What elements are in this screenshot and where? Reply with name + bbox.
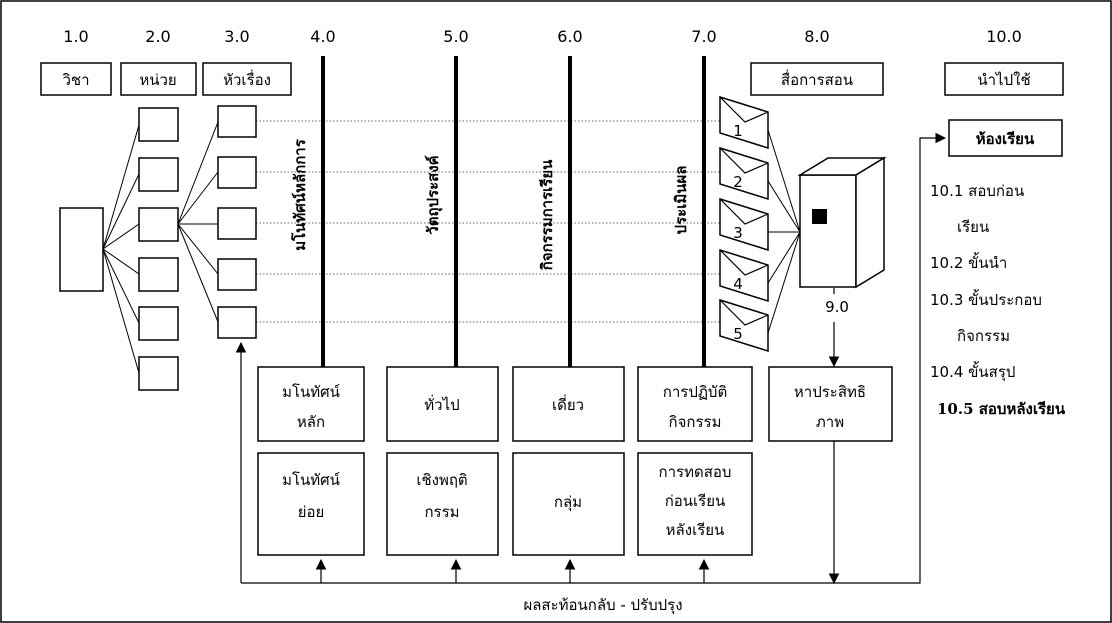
concept-vertical-label: มโนทัศน์หลักการ	[290, 138, 309, 251]
media-items: 1 2 3 4 5	[719, 95, 769, 353]
box-line: ภาพ	[816, 413, 844, 431]
subject-title: วิชา	[62, 71, 90, 89]
topic-boxes	[217, 105, 257, 339]
box-line: มโนทัศน์	[282, 471, 340, 489]
guide-lines	[256, 120, 728, 323]
media-title-box: สื่อการสอน	[750, 62, 884, 96]
media-number: 3	[733, 224, 743, 242]
box-line: การทดสอบ	[659, 463, 732, 481]
eval-test-box: การทดสอบ ก่อนเรียน หลังเรียน	[637, 452, 753, 556]
topic-title-box: หัวเรื่อง	[202, 62, 292, 96]
box-line: หลังเรียน	[666, 521, 725, 539]
apply-title: นำไปใช้	[977, 71, 1030, 89]
concept-sub-box: มโนทัศน์ ย่อย	[257, 452, 365, 556]
unit-boxes	[138, 107, 179, 391]
concept-main-box: มโนทัศน์ หลัก	[257, 366, 365, 442]
box-line: มโนทัศน์	[282, 383, 340, 401]
unit-title-box: หน่วย	[120, 62, 197, 96]
topic-box	[217, 306, 257, 339]
media-computer-connectors	[767, 129, 801, 334]
classroom-step: 10.1 สอบก่อน	[930, 182, 1024, 200]
box-line: หาประสิทธิ	[794, 383, 866, 401]
objective-behavioral-box: เชิงพฤติ กรรม	[386, 452, 499, 556]
classroom-title: ห้องเรียน	[976, 130, 1035, 148]
col-1-number: 1.0	[63, 27, 88, 46]
media-number: 1	[733, 122, 743, 140]
box-line: หลัก	[297, 413, 325, 431]
activity-single-box: เดี่ยว	[512, 366, 625, 442]
col-2-number: 2.0	[145, 27, 170, 46]
stage-bars	[321, 56, 706, 367]
unit-topic-connectors	[177, 121, 219, 323]
col-10-number: 10.0	[986, 27, 1022, 46]
classroom-steps: 10.1 สอบก่อน เรียน 10.2 ขั้นนำ 10.3 ขั้น…	[930, 182, 1066, 418]
subject-box	[59, 207, 104, 292]
unit-box	[138, 306, 179, 341]
unit-title: หน่วย	[139, 71, 176, 89]
media-title: สื่อการสอน	[781, 69, 853, 89]
media-envelope: 1	[719, 95, 769, 150]
media-envelope: 3	[719, 197, 769, 252]
classroom-step: กิจกรรม	[957, 327, 1010, 345]
activity-group-box: กลุ่ม	[512, 452, 625, 556]
box-line: เชิงพฤติ	[416, 471, 467, 489]
classroom-step: 10.5 สอบหลังเรียน	[937, 400, 1066, 418]
activity-vertical-label: กิจกรรมการเรียน	[538, 159, 556, 270]
box-line: เดี่ยว	[552, 394, 584, 414]
media-number: 4	[733, 275, 743, 293]
classroom-step: 10.4 ขั้นสรุป	[930, 361, 1015, 382]
eval-practice-box: การปฏิบัติ กิจกรรม	[637, 366, 753, 442]
unit-box	[138, 107, 179, 142]
feedback-label: ผลสะท้อนกลับ - ปรับปรุง	[523, 596, 682, 615]
evaluation-vertical-label: ประเมินผล	[672, 166, 690, 235]
unit-box	[138, 356, 179, 391]
media-envelope: 4	[719, 248, 769, 303]
subject-unit-connectors	[102, 124, 140, 374]
box-line: การปฏิบัติ	[663, 383, 727, 401]
classroom-step: เรียน	[957, 218, 989, 236]
col-8-number: 8.0	[804, 27, 829, 46]
subject-title-box: วิชา	[40, 62, 112, 96]
col-3-number: 3.0	[224, 27, 249, 46]
objective-general-box: ทั่วไป	[386, 366, 499, 442]
box-line: ทั่วไป	[424, 394, 459, 414]
media-number: 2	[733, 173, 743, 191]
box-line: กลุ่ม	[554, 493, 582, 512]
evaluation-number: 9.0	[825, 298, 849, 316]
col-4-number: 4.0	[310, 27, 335, 46]
media-number: 5	[733, 325, 743, 343]
topic-box	[217, 207, 257, 240]
unit-box	[138, 157, 179, 192]
box-line: ก่อนเรียน	[665, 492, 726, 510]
feedback-loop	[235, 132, 947, 585]
unit-box	[138, 207, 179, 242]
col-6-number: 6.0	[557, 27, 582, 46]
media-envelope: 2	[719, 146, 769, 201]
media-envelope: 5	[719, 298, 769, 353]
apply-title-box: นำไปใช้	[944, 62, 1064, 96]
classroom-step: 10.3 ขั้นประกอบ	[930, 289, 1042, 309]
unit-box	[138, 257, 179, 292]
box-line: กิจกรรม	[669, 413, 722, 431]
efficiency-box: หาประสิทธิ ภาพ	[768, 366, 893, 442]
topic-box	[217, 105, 257, 138]
topic-box	[217, 156, 257, 189]
box-line: กรรม	[424, 503, 459, 521]
topic-title: หัวเรื่อง	[223, 69, 271, 89]
col-7-number: 7.0	[691, 27, 716, 46]
objective-vertical-label: วัตถุประสงค์	[424, 155, 443, 234]
classroom-box: ห้องเรียน	[948, 119, 1063, 157]
topic-box	[217, 258, 257, 291]
classroom-step: 10.2 ขั้นนำ	[930, 252, 1007, 272]
computer-cube-icon	[797, 156, 887, 289]
col-5-number: 5.0	[443, 27, 468, 46]
box-line: ย่อย	[298, 503, 325, 521]
